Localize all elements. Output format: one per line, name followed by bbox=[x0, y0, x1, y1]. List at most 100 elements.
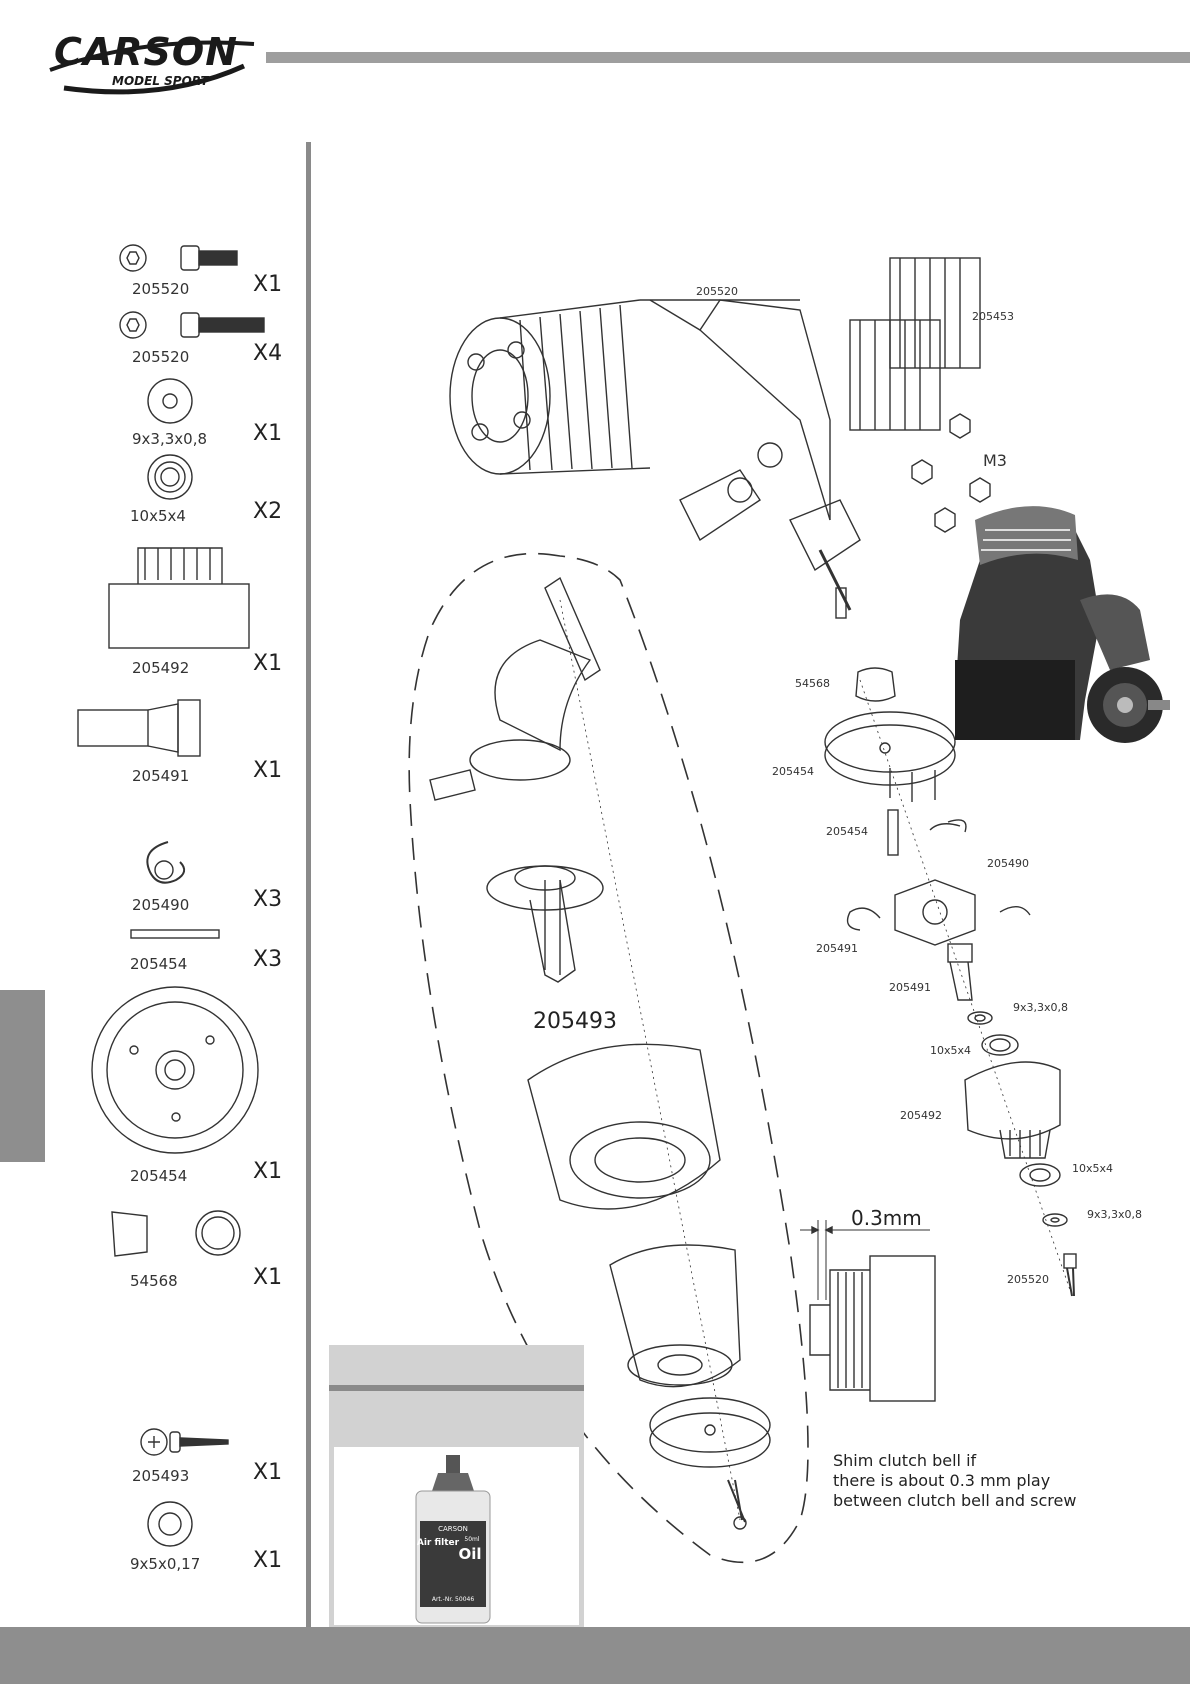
part-quantity: X1 bbox=[253, 758, 283, 783]
label-spring-left: 205491 bbox=[816, 942, 858, 955]
air-filter-screw bbox=[727, 1479, 747, 1530]
carburetor bbox=[679, 442, 861, 619]
part-screw-short bbox=[119, 244, 238, 272]
engine-photo bbox=[955, 506, 1170, 743]
flywheel-part bbox=[824, 711, 956, 802]
oil-panel-band bbox=[329, 1385, 584, 1391]
part-quantity: X2 bbox=[253, 499, 283, 524]
logo-swoosh bbox=[49, 40, 255, 95]
label-air-filter: 205493 bbox=[533, 1009, 617, 1034]
engine-cylinder-head bbox=[449, 299, 831, 521]
label-clutch-bell: 205492 bbox=[900, 1109, 942, 1122]
label-bearing-bottom: 10x5x4 bbox=[1072, 1162, 1114, 1175]
screw-bottom-part bbox=[1063, 1253, 1077, 1297]
column-divider bbox=[306, 142, 311, 1627]
oil-art-no: Art.-Nr. 50046 bbox=[432, 1596, 474, 1603]
clutch-pad-part bbox=[855, 667, 896, 702]
part-screw-long bbox=[119, 311, 265, 339]
label-spring: 205490 bbox=[987, 857, 1029, 870]
part-number: 205520 bbox=[132, 348, 190, 366]
note-line: between clutch bell and screw bbox=[833, 1491, 1077, 1510]
part-number: 205454 bbox=[130, 1167, 188, 1185]
part-flywheel bbox=[91, 986, 259, 1154]
gap-detail bbox=[800, 1220, 936, 1402]
logo-subtitle: MODEL SPORT bbox=[112, 74, 209, 88]
label-screw-bottom: 205520 bbox=[1007, 1273, 1049, 1286]
label-engine-screws: 205520 bbox=[696, 285, 738, 298]
part-quantity: X3 bbox=[253, 947, 283, 972]
shim-top-part bbox=[967, 1011, 993, 1025]
part-quantity: X1 bbox=[253, 1159, 283, 1184]
m3-nuts bbox=[911, 413, 991, 533]
part-number: 9x3,3x0,8 bbox=[132, 430, 208, 448]
parts-list-drawings bbox=[77, 244, 265, 1547]
label-bearing-top: 10x5x4 bbox=[930, 1044, 972, 1057]
part-number: 205454 bbox=[130, 955, 188, 973]
note-line: there is about 0.3 mm play bbox=[833, 1471, 1051, 1490]
air-filter-base bbox=[649, 1397, 771, 1468]
part-pad bbox=[111, 1210, 241, 1257]
part-quantity: X1 bbox=[253, 651, 283, 676]
air-filter-foam-outer bbox=[527, 1043, 721, 1210]
clutch-shoes-part bbox=[894, 879, 976, 946]
part-quantity: X1 bbox=[253, 272, 283, 297]
carson-logo: CARSON MODEL SPORT bbox=[44, 22, 270, 102]
part-number: 10x5x4 bbox=[130, 507, 186, 525]
side-tab bbox=[0, 990, 45, 1162]
part-quantity: X1 bbox=[253, 1460, 283, 1485]
oil-volume: 50ml bbox=[464, 1536, 479, 1543]
part-quantity: X1 bbox=[253, 1265, 283, 1290]
part-number: 205490 bbox=[132, 896, 190, 914]
exploded-view-diagram bbox=[408, 257, 1170, 1564]
part-number: 9x5x0,17 bbox=[130, 1555, 201, 1573]
label-gap: 0.3mm bbox=[851, 1206, 922, 1230]
pin-part bbox=[887, 809, 899, 856]
part-spring bbox=[146, 841, 186, 884]
part-bearing bbox=[147, 454, 193, 500]
shim-bottom-part bbox=[1042, 1213, 1068, 1227]
footer-bar bbox=[0, 1627, 1190, 1684]
clutch-bell-part bbox=[964, 1061, 1061, 1159]
air-filter-elbow bbox=[429, 576, 601, 801]
part-quantity: X1 bbox=[253, 1548, 283, 1573]
label-shim-top: 9x3,3x0,8 bbox=[1013, 1001, 1069, 1014]
shim-note: Shim clutch bell if there is about 0.3 m… bbox=[833, 1451, 1076, 1511]
part-shim bbox=[147, 378, 193, 424]
header-bar bbox=[266, 52, 1190, 63]
part-number: 54568 bbox=[130, 1272, 178, 1290]
part-number: 205493 bbox=[132, 1467, 190, 1485]
springs-part bbox=[846, 819, 1031, 931]
heat-sink bbox=[849, 257, 981, 431]
label-nut-size: M3 bbox=[983, 451, 1007, 470]
label-pad: 54568 bbox=[795, 677, 830, 690]
part-quantity: X1 bbox=[253, 421, 283, 446]
label-shaft: 205491 bbox=[889, 981, 931, 994]
part-pin bbox=[130, 929, 220, 939]
air-filter-adapter bbox=[486, 865, 604, 983]
bearing-top-part bbox=[981, 1034, 1019, 1056]
logo-wordmark: CARSON bbox=[54, 30, 239, 74]
part-washer bbox=[147, 1501, 193, 1547]
label-shim-bottom: 9x3,3x0,8 bbox=[1087, 1208, 1143, 1221]
oil-bottle: CARSON Air filter Oil 50ml Art.-Nr. 5004… bbox=[415, 1455, 491, 1624]
label-heat-sink: 205453 bbox=[972, 310, 1014, 323]
part-clutch-bell bbox=[108, 547, 250, 649]
part-shaft bbox=[77, 699, 201, 757]
clutch-shaft-part bbox=[947, 943, 973, 1001]
part-number: 205491 bbox=[132, 767, 190, 785]
part-quantity: X4 bbox=[253, 341, 283, 366]
label-pin: 205454 bbox=[826, 825, 868, 838]
note-line: Shim clutch bell if bbox=[833, 1451, 977, 1470]
air-filter-dashed-outline bbox=[408, 552, 809, 1564]
part-number: 205520 bbox=[132, 280, 190, 298]
part-number: 205492 bbox=[132, 659, 190, 677]
oil-line2: Oil bbox=[458, 1545, 481, 1563]
part-tapping-screw bbox=[140, 1428, 229, 1456]
bearing-bottom-part bbox=[1019, 1163, 1061, 1187]
oil-brand: CARSON bbox=[438, 1525, 468, 1533]
part-quantity: X3 bbox=[253, 887, 283, 912]
label-flywheel: 205454 bbox=[772, 765, 814, 778]
oil-line1: Air filter bbox=[417, 1538, 460, 1548]
air-filter-foam-inner bbox=[609, 1244, 741, 1388]
oil-panel-image-area: CARSON Air filter Oil 50ml Art.-Nr. 5004… bbox=[334, 1447, 579, 1625]
